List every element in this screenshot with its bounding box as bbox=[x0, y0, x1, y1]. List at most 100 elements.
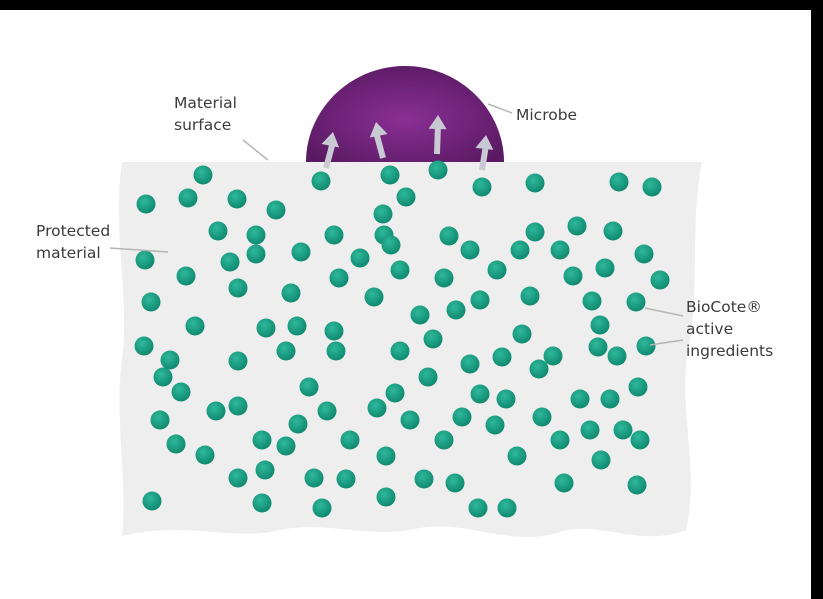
active-ingredient-particle bbox=[229, 279, 248, 298]
active-ingredient-particle bbox=[555, 474, 574, 493]
active-ingredient-particle bbox=[533, 408, 552, 427]
active-ingredient-particle bbox=[627, 293, 646, 312]
active-ingredient-particle bbox=[435, 431, 454, 450]
active-ingredient-particle bbox=[305, 469, 324, 488]
microbe-label-text: Microbe bbox=[516, 104, 577, 126]
active-ingredient-particle bbox=[229, 352, 248, 371]
active-ingredient-particle bbox=[631, 431, 650, 450]
microbe-label: Microbe bbox=[516, 104, 577, 126]
active-ingredient-particle bbox=[440, 227, 459, 246]
active-ingredient-particle bbox=[386, 384, 405, 403]
active-ingredient-particle bbox=[325, 322, 344, 341]
active-ingredient-particle bbox=[167, 435, 186, 454]
active-ingredient-particle bbox=[391, 342, 410, 361]
active-ingredient-particle bbox=[256, 461, 275, 480]
active-ingredient-particle bbox=[277, 437, 296, 456]
microbe bbox=[306, 66, 504, 162]
active-ingredient-particle bbox=[526, 223, 545, 242]
active-ingredient-particle bbox=[592, 451, 611, 470]
active-ingredient-particle bbox=[207, 402, 226, 421]
active-ingredient-particle bbox=[637, 337, 656, 356]
active-ingredients-label-line3: ingredients bbox=[686, 340, 773, 362]
active-ingredient-particle bbox=[651, 271, 670, 290]
material-surface-label-line1: Material bbox=[174, 92, 237, 114]
active-ingredient-particle bbox=[247, 226, 266, 245]
active-ingredient-particle bbox=[411, 306, 430, 325]
active-ingredient-particle bbox=[351, 249, 370, 268]
active-ingredient-particle bbox=[429, 161, 448, 180]
active-ingredient-particle bbox=[312, 172, 331, 191]
active-ingredient-particle bbox=[453, 408, 472, 427]
active-ingredient-particle bbox=[318, 402, 337, 421]
active-ingredient-particle bbox=[327, 342, 346, 361]
active-ingredients-label-line2: active bbox=[686, 318, 773, 340]
active-ingredient-particle bbox=[581, 421, 600, 440]
active-ingredient-particle bbox=[530, 360, 549, 379]
active-ingredient-particle bbox=[135, 337, 154, 356]
active-ingredient-particle bbox=[508, 447, 527, 466]
material-surface-leader bbox=[243, 140, 268, 160]
active-ingredient-particle bbox=[313, 499, 332, 518]
active-ingredient-particle bbox=[368, 399, 387, 418]
active-ingredient-particle bbox=[419, 368, 438, 387]
active-ingredient-particle bbox=[610, 173, 629, 192]
active-ingredient-particle bbox=[136, 251, 155, 270]
active-ingredient-particle bbox=[209, 222, 228, 241]
active-ingredient-particle bbox=[493, 348, 512, 367]
active-ingredients-label: BioCote® active ingredients bbox=[686, 296, 773, 362]
active-ingredient-particle bbox=[498, 499, 517, 518]
active-ingredient-particle bbox=[282, 284, 301, 303]
active-ingredient-particle bbox=[229, 469, 248, 488]
active-ingredient-particle bbox=[471, 385, 490, 404]
active-ingredient-particle bbox=[253, 494, 272, 513]
active-ingredient-particle bbox=[401, 411, 420, 430]
active-ingredient-particle bbox=[300, 378, 319, 397]
active-ingredient-particle bbox=[277, 342, 296, 361]
active-ingredient-particle bbox=[337, 470, 356, 489]
active-ingredient-particle bbox=[288, 317, 307, 336]
active-ingredient-particle bbox=[382, 236, 401, 255]
active-ingredient-particle bbox=[179, 189, 198, 208]
active-ingredient-particle bbox=[154, 368, 173, 387]
active-ingredient-particle bbox=[568, 217, 587, 236]
active-ingredient-particle bbox=[267, 201, 286, 220]
active-ingredient-particle bbox=[194, 166, 213, 185]
active-ingredient-particle bbox=[424, 330, 443, 349]
active-ingredient-particle bbox=[551, 241, 570, 260]
active-ingredient-particle bbox=[447, 301, 466, 320]
active-ingredient-particle bbox=[142, 293, 161, 312]
active-ingredient-particle bbox=[571, 390, 590, 409]
active-ingredient-particle bbox=[365, 288, 384, 307]
active-ingredient-particle bbox=[473, 178, 492, 197]
active-ingredient-particle bbox=[253, 431, 272, 450]
active-ingredient-particle bbox=[614, 421, 633, 440]
active-ingredient-particle bbox=[341, 431, 360, 450]
active-ingredient-particle bbox=[461, 241, 480, 260]
active-ingredient-particle bbox=[172, 383, 191, 402]
active-ingredient-particle bbox=[377, 488, 396, 507]
active-ingredient-particle bbox=[511, 241, 530, 260]
active-ingredient-particle bbox=[591, 316, 610, 335]
active-ingredients-label-line1: BioCote® bbox=[686, 296, 773, 318]
active-ingredient-particle bbox=[629, 378, 648, 397]
active-ingredient-particle bbox=[471, 291, 490, 310]
active-ingredient-particle bbox=[151, 411, 170, 430]
active-ingredient-particle bbox=[513, 325, 532, 344]
active-ingredient-particle bbox=[486, 416, 505, 435]
active-ingredient-particle bbox=[381, 166, 400, 185]
material-surface-label: Material surface bbox=[174, 92, 237, 136]
active-ingredient-particle bbox=[325, 226, 344, 245]
active-ingredient-particle bbox=[196, 446, 215, 465]
active-ingredient-particle bbox=[186, 317, 205, 336]
active-ingredient-particle bbox=[330, 269, 349, 288]
active-ingredient-particle bbox=[564, 267, 583, 286]
active-ingredient-particle bbox=[521, 287, 540, 306]
active-ingredient-particle bbox=[292, 243, 311, 262]
microbe-leader bbox=[488, 104, 512, 113]
active-ingredient-particle bbox=[497, 390, 516, 409]
active-ingredient-particle bbox=[461, 355, 480, 374]
active-ingredient-particle bbox=[374, 205, 393, 224]
active-ingredient-particle bbox=[137, 195, 156, 214]
protected-material-label-line1: Protected bbox=[36, 220, 110, 242]
active-ingredient-particle bbox=[604, 222, 623, 241]
